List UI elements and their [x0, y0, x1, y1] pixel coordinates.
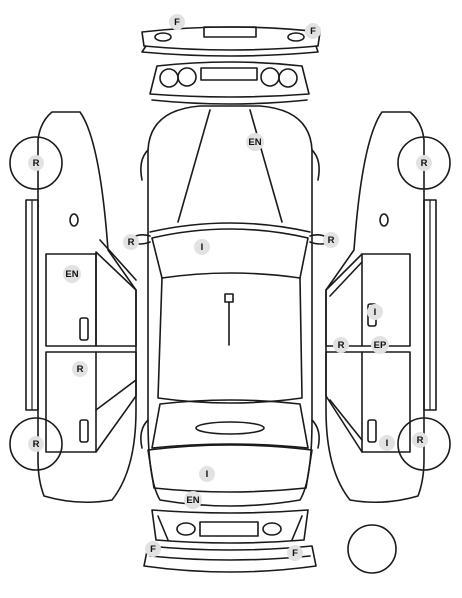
marker-badge [28, 436, 44, 452]
marker-front-bumper-right: F [305, 23, 321, 39]
marker-badge [28, 155, 44, 171]
car-body-top-view [127, 105, 333, 507]
marker-left-front-wheel: R [28, 155, 44, 171]
damage-markers: F F EN I R R R R EN R R R I R EP I I EN F F [28, 14, 432, 561]
marker-badge [72, 361, 88, 377]
marker-badge [416, 155, 432, 171]
marker-windshield: I [194, 239, 210, 255]
marker-left-mirror: R [123, 234, 139, 250]
marker-badge [367, 304, 383, 320]
marker-badge [199, 466, 215, 482]
marker-label: R [77, 364, 84, 375]
marker-label: R [338, 340, 345, 351]
marker-rear-bumper-right: F [287, 545, 303, 561]
front-bumper [141, 26, 321, 57]
marker-label: I [374, 307, 377, 318]
marker-label: R [328, 235, 335, 246]
marker-badge [123, 234, 139, 250]
marker-trunk: EN [184, 491, 202, 509]
marker-badge [333, 337, 349, 353]
marker-right-mirror: R [323, 232, 339, 248]
marker-rear-bumper-left: F [145, 541, 161, 557]
marker-right-front-wheel: R [416, 155, 432, 171]
marker-badge [305, 23, 321, 39]
marker-badge [412, 432, 428, 448]
marker-badge [184, 491, 202, 509]
marker-label: I [201, 242, 204, 253]
marker-right-door-split-left: R [333, 337, 349, 353]
marker-front-bumper-left: F [169, 14, 185, 30]
front-grille [149, 61, 310, 105]
marker-label: R [33, 439, 40, 450]
marker-label: I [386, 438, 389, 449]
marker-badge [246, 133, 264, 151]
marker-badge [63, 265, 81, 283]
marker-left-front-door: EN [63, 265, 81, 283]
marker-rear-window: I [199, 466, 215, 482]
marker-badge [194, 239, 210, 255]
marker-hood: EN [246, 133, 264, 151]
marker-label: I [206, 469, 209, 480]
marker-right-rear-door: I [379, 435, 395, 451]
marker-label: EN [186, 495, 199, 506]
marker-label: EN [65, 269, 78, 280]
marker-badge [145, 541, 161, 557]
marker-right-door-split-right: EP [371, 336, 389, 354]
marker-label: EN [248, 137, 261, 148]
spare-tire [347, 524, 397, 574]
marker-label: F [310, 26, 316, 37]
marker-badge [371, 336, 389, 354]
marker-label: R [417, 435, 424, 446]
marker-label: EP [374, 340, 387, 351]
marker-label: F [150, 544, 156, 555]
marker-label: F [174, 17, 180, 28]
rear-grille [151, 509, 309, 544]
right-side-view [325, 111, 451, 504]
marker-badge [323, 232, 339, 248]
marker-right-front-door-top: I [367, 304, 383, 320]
marker-label: R [33, 158, 40, 169]
marker-badge [287, 545, 303, 561]
marker-label: F [292, 548, 298, 559]
marker-right-rear-wheel: R [412, 432, 428, 448]
marker-label: R [128, 237, 135, 248]
marker-left-rear-wheel: R [28, 436, 44, 452]
marker-badge [169, 14, 185, 30]
marker-left-rear-door: R [72, 361, 88, 377]
left-side-view [9, 111, 137, 504]
marker-label: R [421, 158, 428, 169]
marker-badge [379, 435, 395, 451]
